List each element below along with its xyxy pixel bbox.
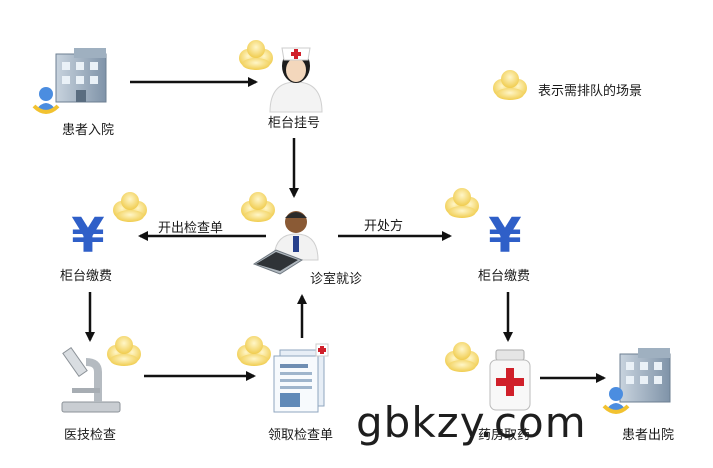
legend-queue-icon bbox=[493, 70, 527, 100]
medicine-bottle-icon bbox=[489, 349, 531, 411]
queue-icon bbox=[445, 342, 479, 372]
queue-icon bbox=[445, 188, 479, 218]
laptop-icon bbox=[252, 249, 304, 275]
node-label-pharmacy: 药房取药 bbox=[478, 428, 531, 443]
node-label-registration: 柜台挂号 bbox=[268, 116, 321, 131]
node-label-patient-discharge: 患者出院 bbox=[622, 428, 675, 443]
queue-icon bbox=[237, 336, 271, 366]
microscope-icon bbox=[61, 346, 121, 413]
svg-text:¥: ¥ bbox=[488, 208, 521, 264]
legend-label: 表示需排队的场景 bbox=[538, 84, 643, 99]
svg-text:¥: ¥ bbox=[71, 208, 104, 264]
node-label-patient-admit: 患者入院 bbox=[62, 123, 115, 138]
node-label-consultation: 诊室就诊 bbox=[310, 272, 363, 287]
queue-icon bbox=[239, 40, 273, 70]
edge-label-issue-exam-form: 开出检查单 bbox=[158, 221, 224, 236]
queue-icon bbox=[107, 336, 141, 366]
watermark: gbkzy.com bbox=[356, 398, 587, 447]
node-label-get-report: 领取检查单 bbox=[268, 428, 334, 443]
yuan-icon: ¥ bbox=[71, 208, 104, 264]
hospital-building-icon bbox=[619, 348, 671, 403]
patient-person-icon bbox=[32, 87, 60, 114]
patient-person-icon bbox=[602, 387, 630, 414]
yuan-icon: ¥ bbox=[488, 208, 521, 264]
node-label-examination: 医技检查 bbox=[64, 428, 117, 443]
node-label-payment-right: 柜台缴费 bbox=[478, 269, 531, 284]
nurse-icon bbox=[269, 47, 323, 113]
queue-icon bbox=[241, 192, 275, 222]
queue-icon bbox=[113, 192, 147, 222]
hospital-building-icon bbox=[55, 48, 107, 103]
report-form-icon bbox=[273, 343, 329, 413]
edge-label-prescribe: 开处方 bbox=[364, 219, 404, 234]
node-label-payment-left: 柜台缴费 bbox=[60, 269, 113, 284]
